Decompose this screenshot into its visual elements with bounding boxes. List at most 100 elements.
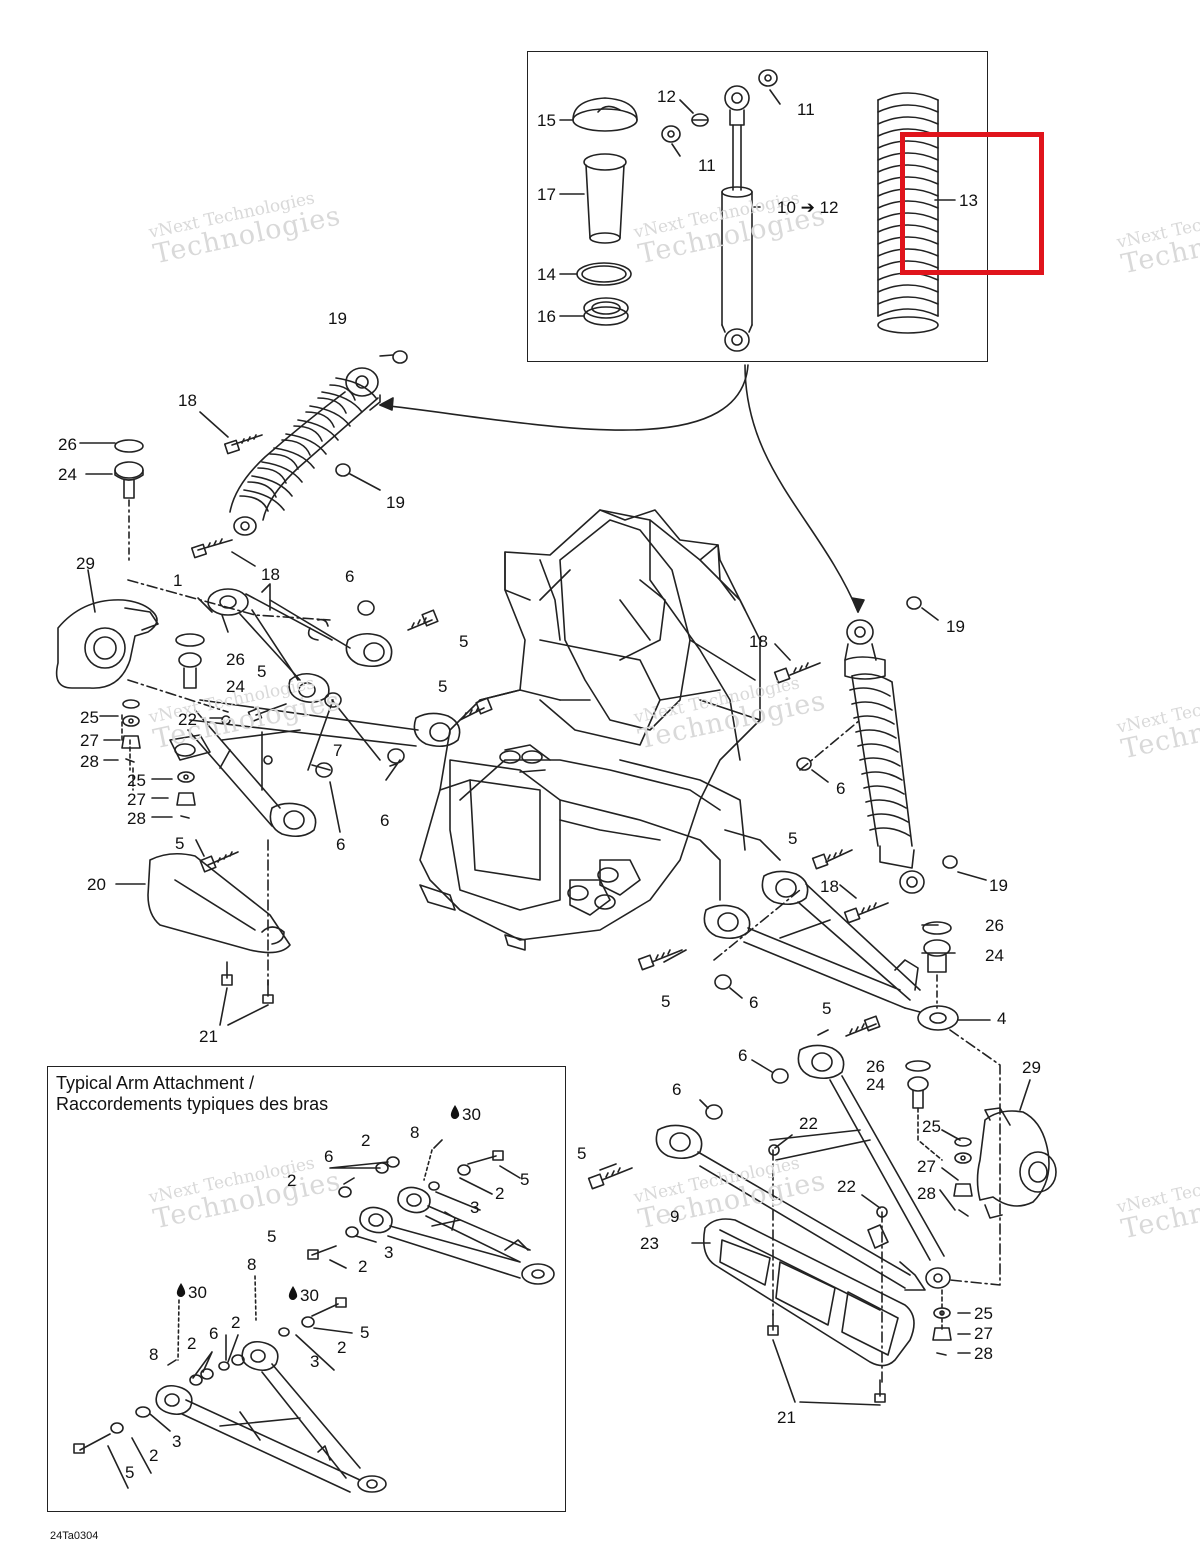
callout: 2	[361, 1131, 371, 1150]
callout: 6	[345, 567, 355, 586]
hardware-25-27-28-left	[121, 699, 273, 819]
callout: 19	[386, 493, 405, 512]
callout: 13	[959, 191, 978, 210]
callout: 24	[985, 946, 1004, 965]
shock-absorber-10	[721, 85, 753, 352]
callout: 28	[974, 1344, 993, 1363]
bushing-12	[691, 113, 709, 127]
callout-with-lubricant-drop: 30	[188, 1283, 207, 1302]
callout: 25	[974, 1304, 993, 1323]
shock-components-inset-frame	[527, 51, 988, 362]
callout: 18	[749, 632, 768, 651]
callout: 2	[149, 1446, 159, 1465]
callout: 25	[80, 708, 99, 727]
callout: 22	[178, 710, 197, 729]
callout: 2	[337, 1338, 347, 1357]
callout: 6	[336, 835, 346, 854]
callout: 27	[917, 1157, 936, 1176]
bolts-21-right	[767, 1313, 886, 1406]
callout: 3	[310, 1352, 320, 1371]
callout: 5	[520, 1170, 530, 1189]
hardware-right-shock	[773, 596, 958, 924]
callout: 8	[247, 1255, 257, 1274]
steering-knuckle-29-left	[55, 569, 159, 689]
nuts-19-left	[335, 350, 408, 477]
inset-title-line1: Typical Arm Attachment /	[56, 1073, 255, 1093]
callout: 3	[470, 1198, 480, 1217]
callout-with-lubricant-drop: 30	[300, 1286, 319, 1305]
callout: 6	[380, 811, 390, 830]
callout: 5	[438, 677, 448, 696]
callout: 8	[410, 1123, 420, 1142]
callout: 6	[749, 993, 759, 1012]
callout: 6	[672, 1080, 682, 1099]
callout: 11	[797, 100, 815, 119]
callout: 9	[670, 1207, 680, 1226]
highlight-box-part-13	[900, 132, 1044, 275]
callout: 22	[799, 1114, 818, 1133]
callout: 20	[87, 875, 106, 894]
inset-lower-arm-drawing	[155, 1340, 387, 1493]
bolts-21-left	[219, 961, 274, 1026]
callout: 23	[640, 1234, 659, 1253]
callout-with-lubricant-drop: 30	[462, 1105, 481, 1124]
callout: 5	[257, 662, 267, 681]
callout: 12	[657, 87, 676, 106]
ball-joint-24-left	[114, 439, 205, 689]
callout: 2	[287, 1171, 297, 1190]
callout: 18	[261, 565, 280, 584]
callout: 8	[149, 1345, 159, 1364]
lubricant-drop-icon	[288, 1286, 298, 1300]
callout: 27	[80, 731, 99, 750]
callout: 5	[577, 1144, 587, 1163]
callout: 5	[661, 992, 671, 1011]
callout: 19	[946, 617, 965, 636]
callout: 25	[127, 771, 146, 790]
callout: 11	[698, 156, 716, 175]
callout: 5	[125, 1463, 135, 1482]
callout: 19	[989, 876, 1008, 895]
callout: 27	[127, 790, 146, 809]
bolts-18-left	[190, 434, 263, 559]
inset-lower-arm-hardware	[73, 1275, 347, 1454]
callout: 26	[58, 435, 77, 454]
callout: 28	[917, 1184, 936, 1203]
callout: 6	[738, 1046, 748, 1065]
callout: 21	[199, 1027, 218, 1046]
nuts-6-left	[315, 600, 405, 778]
left-shock-assembly	[229, 367, 381, 536]
callout: 15	[537, 111, 556, 130]
vehicle-frame	[419, 509, 781, 951]
callout: 6	[209, 1324, 219, 1343]
bolts-5-left	[199, 609, 493, 873]
callout: 2	[358, 1257, 368, 1276]
upper-a-arm-4-right	[703, 870, 959, 1031]
callout: 6	[836, 779, 846, 798]
washer-11	[661, 69, 778, 143]
callout: 3	[384, 1243, 394, 1262]
callout: 5	[360, 1323, 370, 1342]
callout: 5	[788, 829, 798, 848]
figure-code: 24Ta0304	[50, 1530, 99, 1542]
callout: 27	[974, 1324, 993, 1343]
inset-title-line2: Raccordements typiques des bras	[56, 1094, 329, 1114]
callout: 16	[537, 307, 556, 326]
callout: 28	[127, 809, 146, 828]
callout: 4	[997, 1009, 1007, 1028]
callout: 5	[459, 632, 469, 651]
callout: 29	[1022, 1058, 1041, 1077]
callout: 26	[226, 650, 245, 669]
callout: 7	[333, 741, 343, 760]
skid-plate-23	[702, 1218, 915, 1367]
lower-a-arm-7-left	[169, 699, 461, 838]
callout: 5	[822, 999, 832, 1018]
callout: 2	[187, 1334, 197, 1353]
steering-knuckle-29-right	[976, 1079, 1057, 1219]
inset-title: Typical Arm Attachment / Raccordements t…	[56, 1073, 328, 1115]
callout: 3	[172, 1432, 182, 1451]
callout: 1	[173, 571, 183, 590]
callout: 24	[58, 465, 77, 484]
inset-upper-arm-drawing	[359, 1186, 555, 1285]
callout: 2	[495, 1184, 505, 1203]
callout: 25	[922, 1117, 941, 1136]
